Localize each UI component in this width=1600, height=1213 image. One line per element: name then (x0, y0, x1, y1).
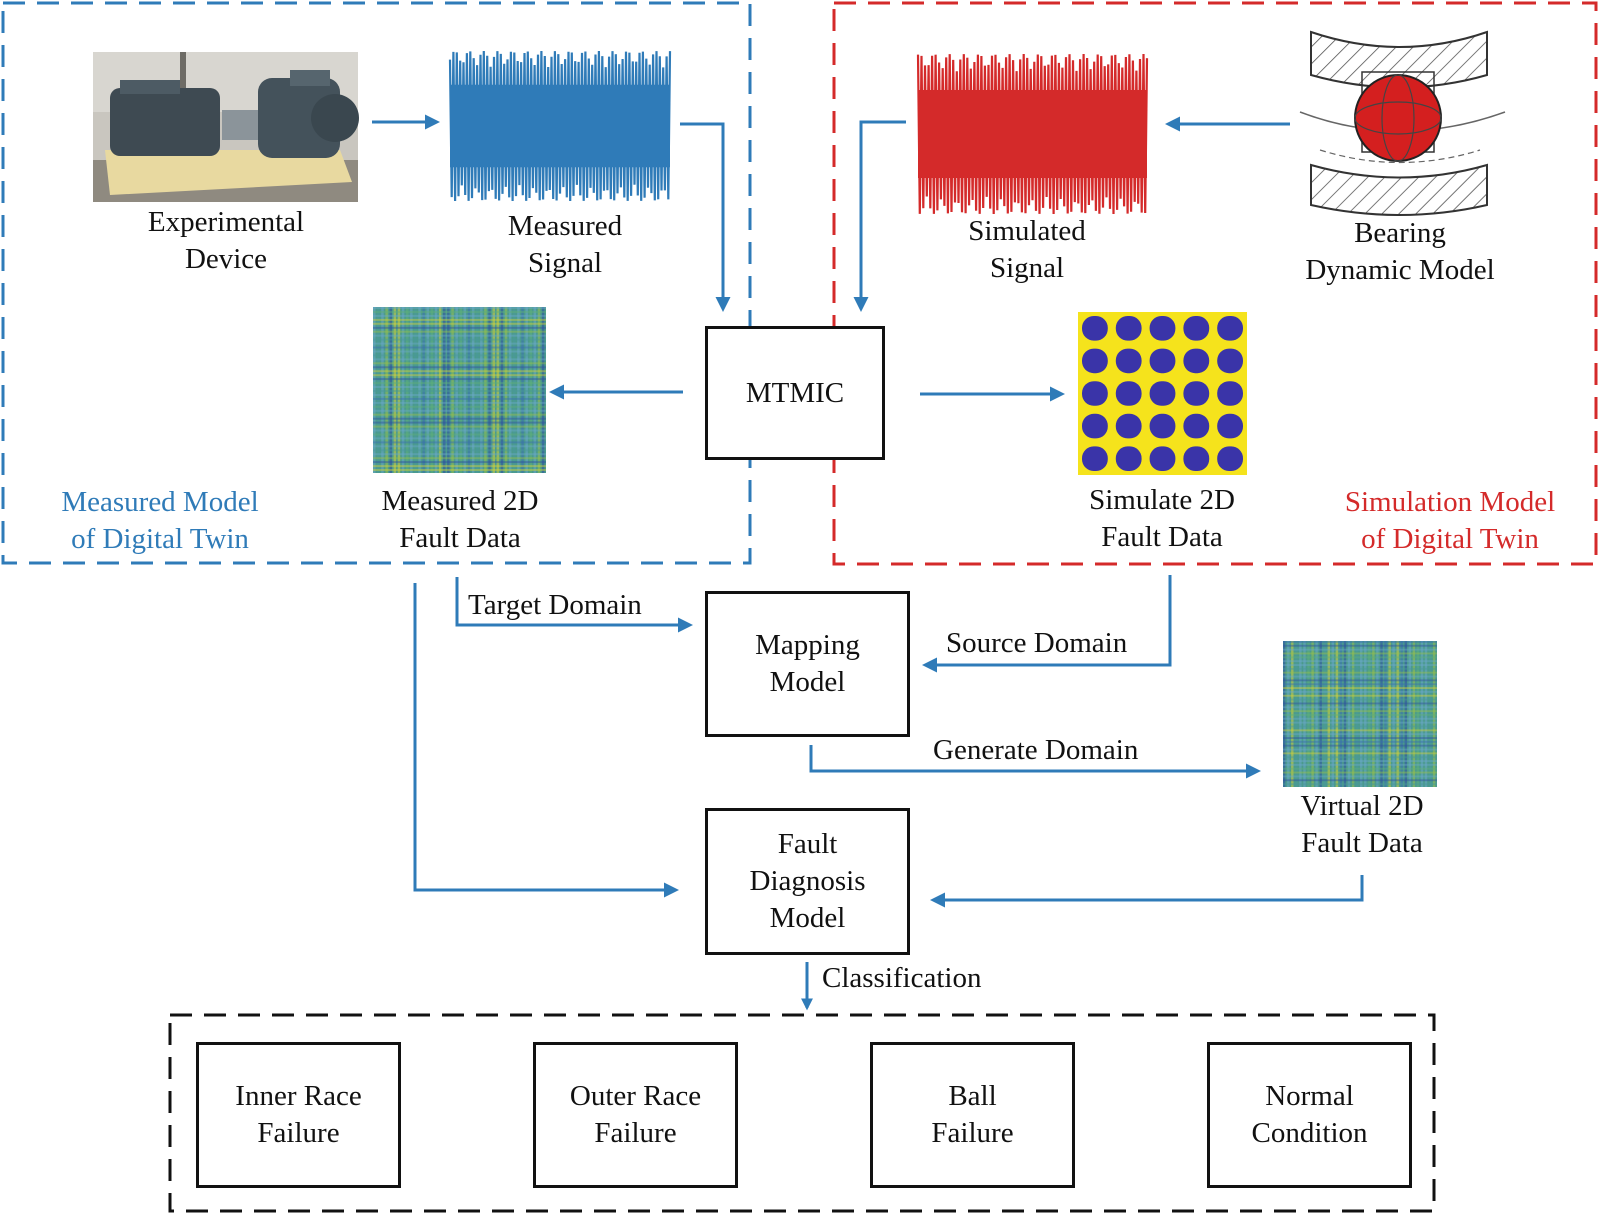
source-domain-label: Source Domain (946, 627, 1128, 659)
simulated-signal-waveform (916, 53, 1149, 215)
class-1-line-2: Failure (257, 1117, 340, 1149)
diagnosis-line-1: Fault (777, 828, 838, 860)
simulate-2d-fault-data-image (1078, 312, 1247, 475)
mapping-line-1: Mapping (755, 629, 860, 661)
arrow-virtual-to-diagnosis (930, 875, 1364, 908)
class-3-line-1: Ball (948, 1080, 997, 1112)
class-2-line-2: Failure (594, 1117, 677, 1149)
measured-model-panel (1, 1, 752, 565)
classification-label: Classification (822, 962, 982, 994)
simulation-model-panel (832, 1, 1598, 566)
class-normal-condition: Normal Condition (1207, 1042, 1412, 1188)
arrow-source-domain (922, 575, 1172, 673)
experimental-device-image (93, 52, 359, 202)
virtual-2d-fault-data-image (1283, 641, 1437, 787)
class-ball-failure: Ball Failure (870, 1042, 1075, 1188)
mtmic-label: MTMIC (745, 376, 845, 409)
mapping-line-2: Model (769, 666, 846, 698)
measured-signal-waveform (448, 50, 672, 202)
fault-diagnosis-model-box: Fault Diagnosis Model (705, 808, 910, 955)
arrow-generate-domain (809, 745, 1261, 779)
class-2-line-1: Outer Race (569, 1080, 702, 1112)
class-4-line-1: Normal (1265, 1080, 1354, 1112)
diagnosis-line-2: Diagnosis (749, 865, 866, 897)
class-3-line-2: Failure (931, 1117, 1014, 1149)
arrow-measured-to-diagnosis (413, 583, 679, 898)
diagnosis-line-3: Model (769, 902, 846, 934)
classification-panel (168, 1013, 1436, 1213)
class-inner-race-failure: Inner Race Failure (196, 1042, 401, 1188)
arrow-target-domain (455, 577, 693, 633)
arrow-simulated-signal-to-mtmic (853, 120, 906, 312)
class-outer-race-failure: Outer Race Failure (533, 1042, 738, 1188)
generate-domain-label: Generate Domain (933, 734, 1139, 766)
mapping-model-box: Mapping Model (705, 591, 910, 737)
bearing-dynamic-model-image (1299, 30, 1506, 216)
arrow-measured-signal-to-mtmic (680, 122, 731, 312)
target-domain-label: Target Domain (468, 589, 642, 621)
measured-2d-fault-data-image (373, 307, 546, 473)
class-1-line-1: Inner Race (235, 1080, 362, 1112)
class-4-line-2: Condition (1251, 1117, 1368, 1149)
mtmic-box: MTMIC (705, 326, 885, 460)
